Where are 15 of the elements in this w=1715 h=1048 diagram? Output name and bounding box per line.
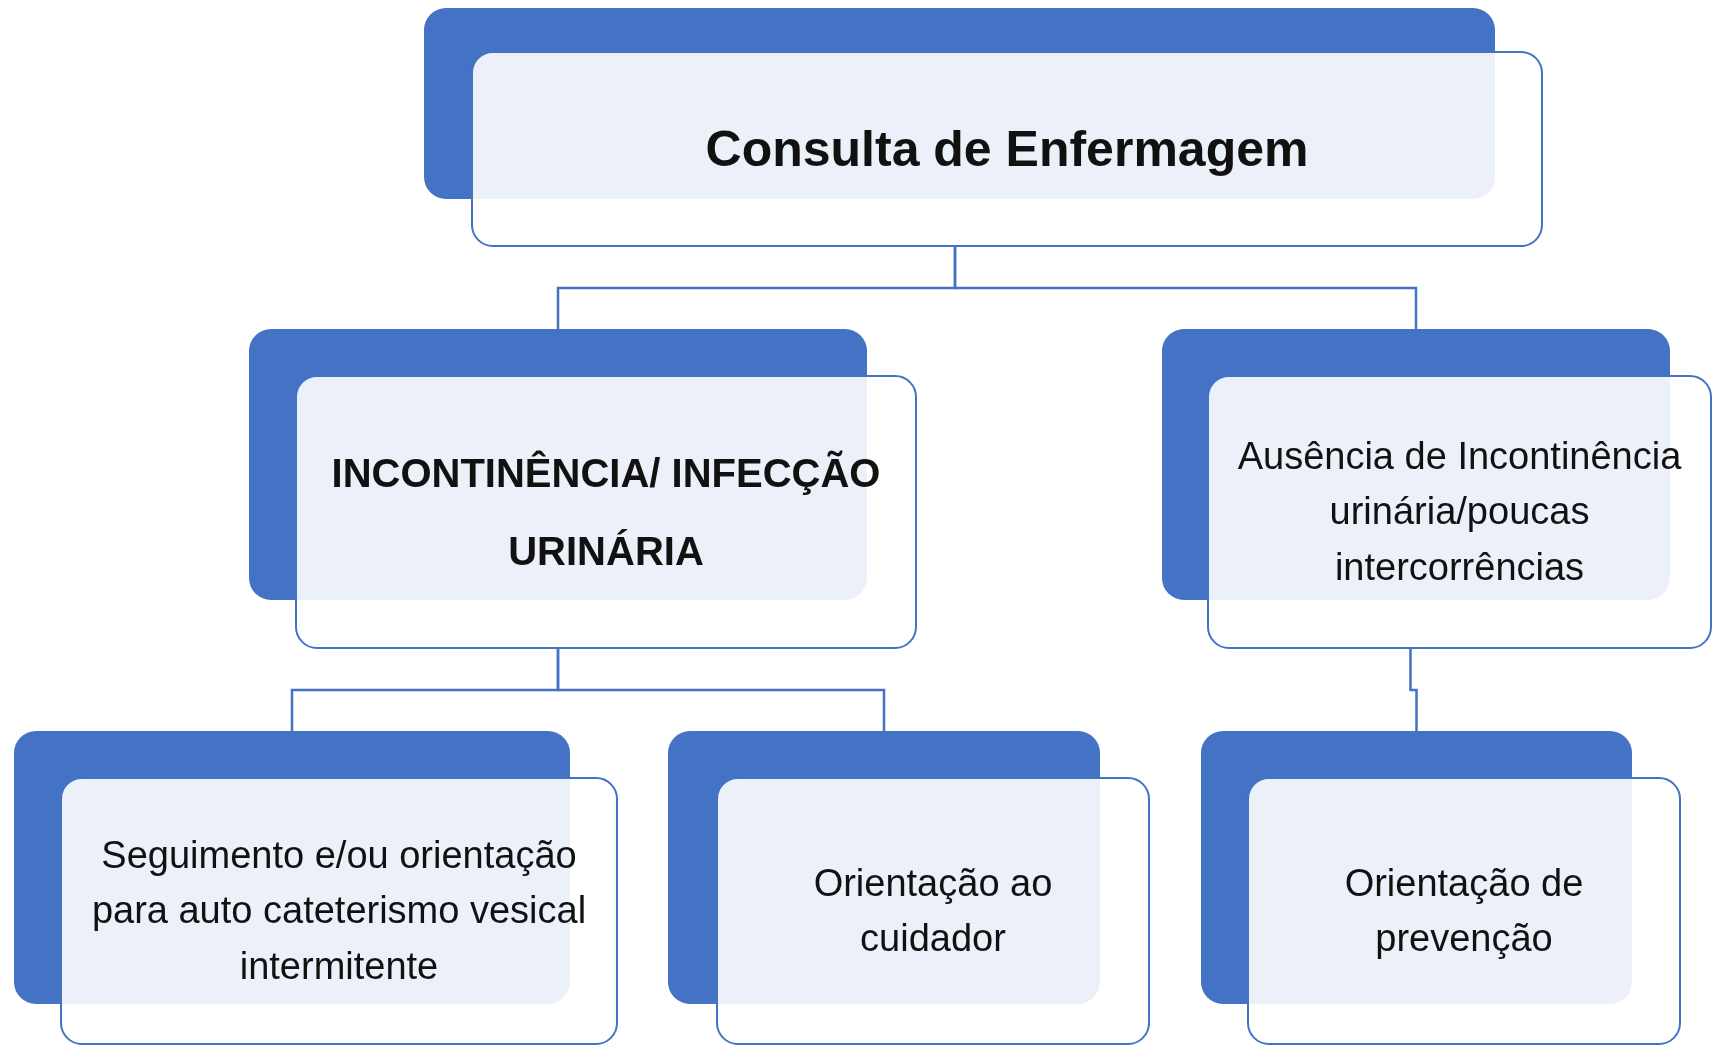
node-card bbox=[424, 8, 1543, 247]
connector-line bbox=[953, 247, 1418, 329]
node-card bbox=[668, 731, 1150, 1045]
connector-line bbox=[556, 649, 886, 731]
node-label: Orientação ao cuidador bbox=[812, 860, 1054, 961]
node-card bbox=[14, 731, 618, 1045]
node-label: Orientação de prevenção bbox=[1343, 860, 1585, 961]
node-label: Seguimento e/ou orientação para auto cateterismo vesical intermitente bbox=[90, 833, 588, 989]
connector-line bbox=[1409, 649, 1418, 731]
node-label: Ausência de Incontinência urinária/poucas intercorrências bbox=[1236, 434, 1683, 590]
node-card bbox=[1162, 329, 1712, 649]
node-label: INCONTINÊNCIA/ INFECÇÃO URINÁRIA bbox=[330, 449, 882, 575]
node-label: Consulta de Enfermagem bbox=[704, 120, 1310, 179]
node-card bbox=[249, 329, 917, 649]
node-card bbox=[1201, 731, 1681, 1045]
